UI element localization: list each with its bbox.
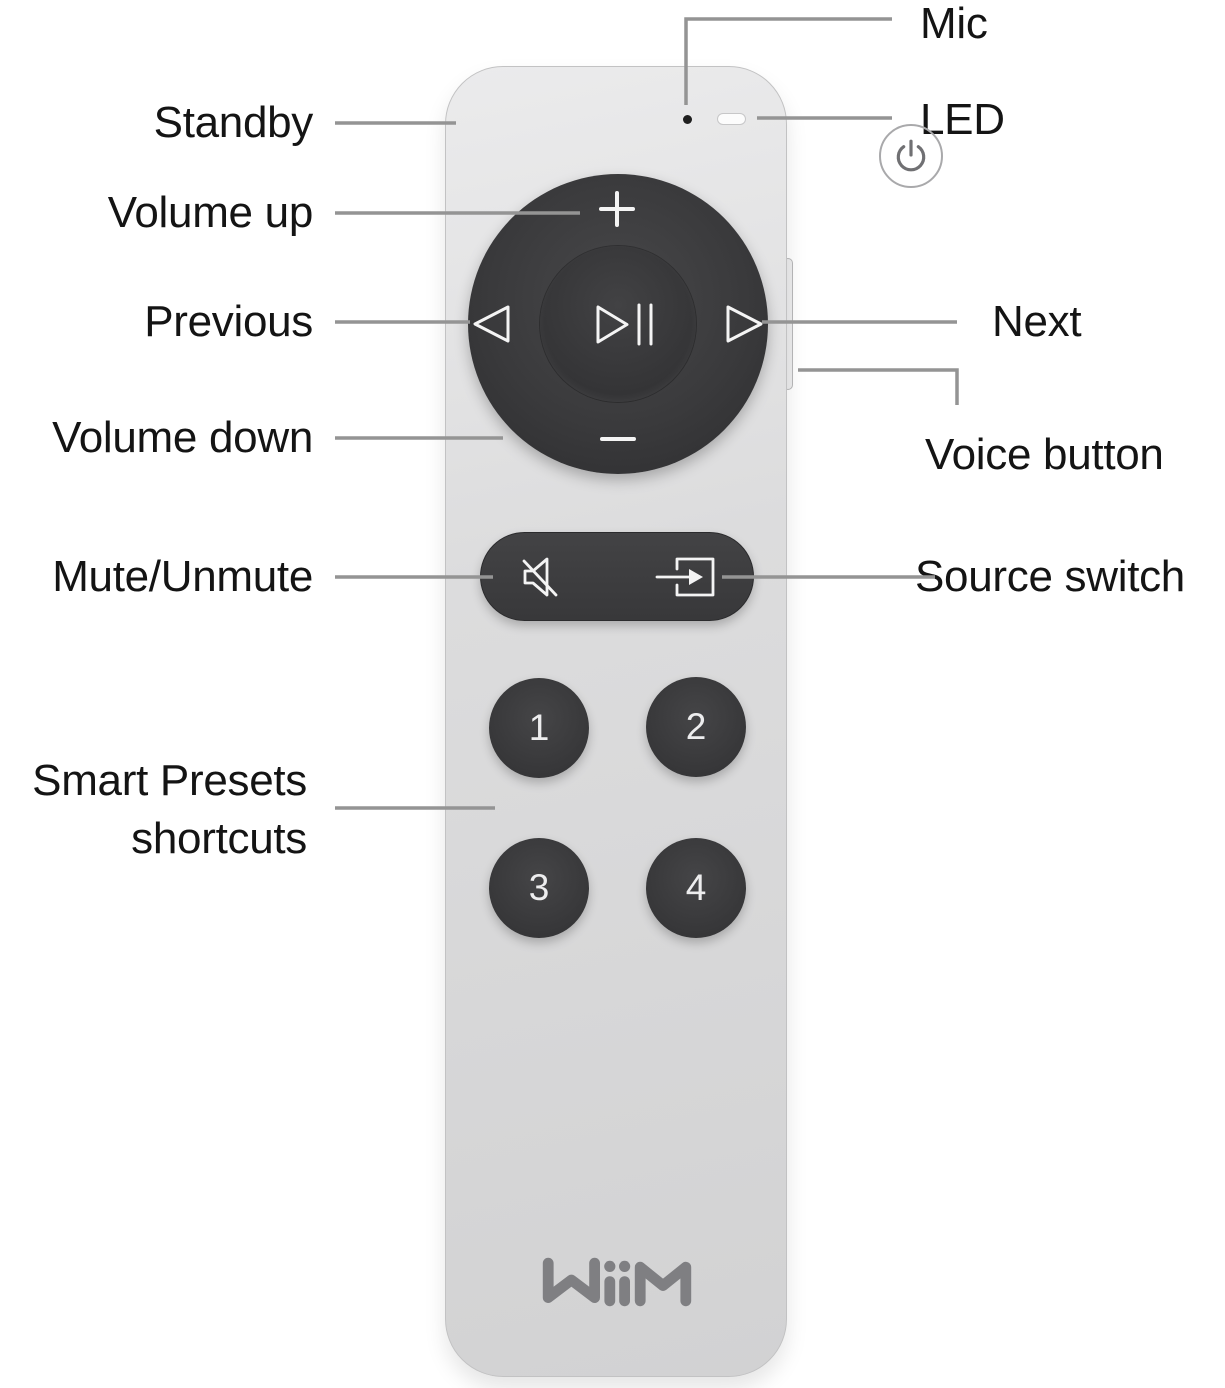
preset-button-2[interactable]: 2 xyxy=(646,677,746,777)
label-source-switch: Source switch xyxy=(915,552,1185,601)
power-icon xyxy=(896,139,926,172)
label-next: Next xyxy=(992,297,1082,346)
label-voice-button: Voice button xyxy=(925,430,1164,479)
preset-button-1[interactable]: 1 xyxy=(489,678,589,778)
play-pause-button[interactable] xyxy=(540,246,696,402)
label-mic: Mic xyxy=(920,0,988,48)
label-previous: Previous xyxy=(144,297,313,346)
label-smart-presets-line1: Smart Presets xyxy=(32,756,307,805)
mute-speaker-icon[interactable] xyxy=(517,554,563,600)
wiim-logo xyxy=(542,1257,692,1307)
mic-icon xyxy=(683,115,692,124)
label-volume-down: Volume down xyxy=(52,413,313,462)
preset-2-label: 2 xyxy=(685,706,707,747)
preset-1-label: 1 xyxy=(528,707,550,748)
label-smart-presets: Smart Presets shortcuts xyxy=(32,752,307,868)
label-volume-up: Volume up xyxy=(107,188,314,237)
dpad-glyphs xyxy=(473,191,763,441)
play-pause-icon xyxy=(596,303,653,346)
preset-4-label: 4 xyxy=(685,867,707,908)
standby-button[interactable] xyxy=(879,124,943,188)
next-triangle-icon xyxy=(726,305,763,343)
mute-source-pill[interactable] xyxy=(480,532,754,621)
voice-button-leader-line xyxy=(798,368,959,405)
preset-button-4[interactable]: 4 xyxy=(646,838,746,938)
label-standby: Standby xyxy=(153,98,314,147)
previous-triangle-icon xyxy=(473,305,510,343)
label-smart-presets-line2: shortcuts xyxy=(131,814,307,863)
remote-body: 1 2 3 4 xyxy=(445,66,943,1377)
dpad-ring[interactable] xyxy=(468,174,768,474)
label-mute-unmute: Mute/Unmute xyxy=(52,552,313,601)
led-indicator xyxy=(717,113,746,125)
preset-3-label: 3 xyxy=(528,867,550,908)
preset-button-3[interactable]: 3 xyxy=(489,838,589,938)
source-switch-icon[interactable] xyxy=(655,555,717,599)
